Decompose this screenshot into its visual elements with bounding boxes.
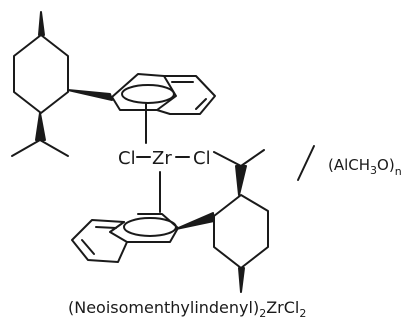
bottom-isopropyl	[213, 149, 265, 167]
bottom-isopropyl-wedge	[235, 165, 247, 196]
bottom-benzo-double-2	[95, 226, 117, 229]
top-isopropyl-wedge	[35, 112, 46, 141]
bottom-benzo-ring	[71, 219, 128, 263]
cl-right-label: Cl	[193, 148, 211, 169]
top-indenyl	[111, 73, 216, 115]
top-cyclohexane	[13, 34, 69, 114]
bottom-indenyl	[71, 213, 179, 263]
top-benzo-double-2	[195, 98, 207, 110]
cocatalyst-label: (AlCH3O)n	[328, 156, 402, 178]
top-methyl-wedge	[38, 11, 45, 36]
caption: (Neoisomenthylindenyl)2ZrCl2	[68, 298, 306, 320]
top-link-wedge	[67, 89, 113, 101]
bottom-cp-ring	[109, 213, 179, 243]
top-cp-aromatic	[121, 84, 175, 104]
cl-left-label: Cl	[118, 148, 136, 169]
bottom-methyl-wedge	[238, 267, 245, 293]
bottom-cyclohexane	[213, 194, 269, 269]
caption-text: (Neoisomenthylindenyl)2ZrCl2	[68, 298, 306, 320]
cocatalyst: (AlCH3O)n	[297, 145, 402, 181]
slash-line	[297, 145, 315, 181]
top-menthyl-ring	[11, 11, 113, 157]
bottom-menthyl-ring	[213, 149, 269, 293]
zr-center: Cl Zr Cl	[118, 148, 211, 169]
top-benzo-ring	[156, 75, 216, 115]
top-cp-ring	[111, 73, 177, 111]
bottom-benzo-double-1	[81, 239, 95, 255]
bottom-link-wedge	[175, 212, 215, 230]
top-isopropyl	[11, 139, 69, 157]
bottom-cp-aromatic	[123, 217, 177, 237]
zr-label: Zr	[152, 148, 172, 169]
